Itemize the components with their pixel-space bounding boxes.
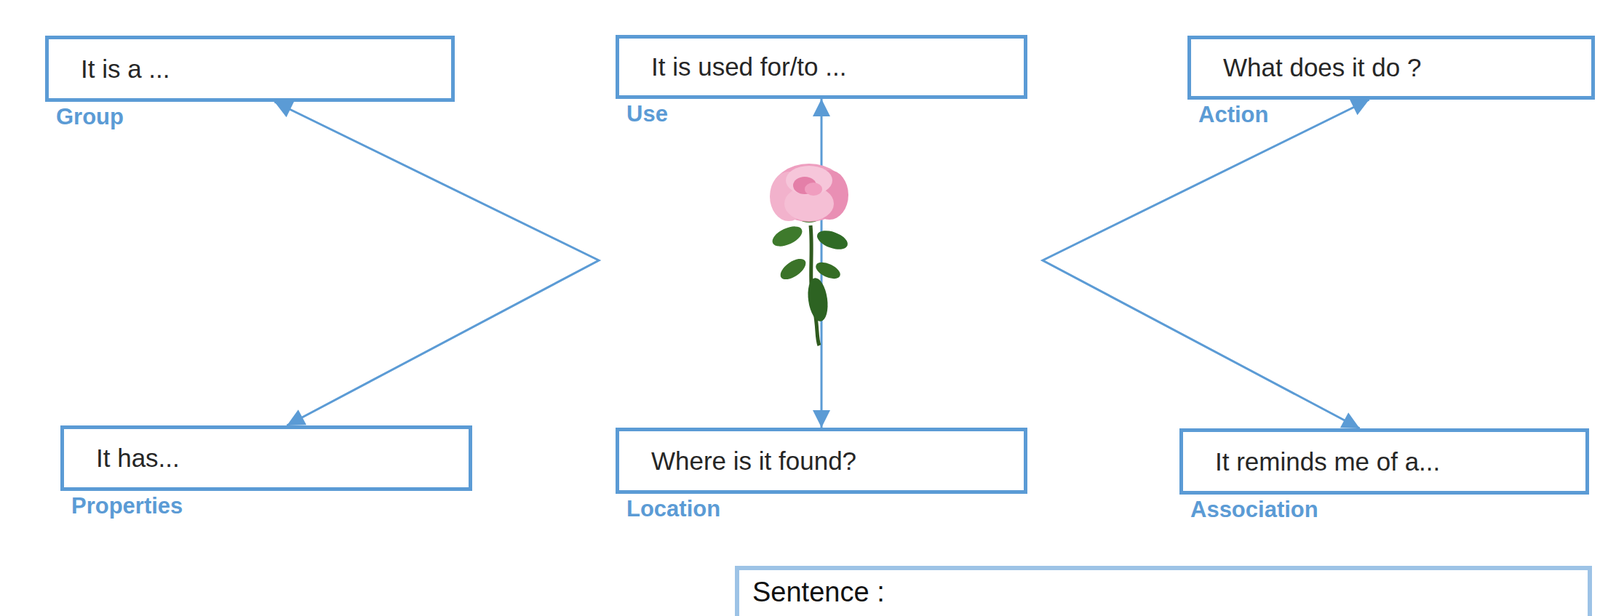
box-text: Sentence : (752, 576, 885, 610)
association-box: It reminds me of a...Association (1179, 428, 1590, 495)
rose-leaf (769, 222, 805, 252)
category-label: Use (626, 101, 668, 128)
box-text: It is used for/to ... (651, 51, 847, 83)
action-box: What does it do ?Action (1187, 35, 1595, 100)
box-text: It reminds me of a... (1215, 446, 1440, 478)
category-label: Location (626, 496, 721, 523)
box-text: It has... (96, 443, 180, 474)
rose-petal (785, 165, 833, 195)
category-label: Group (56, 104, 124, 131)
use-box: It is used for/to ...Use (615, 34, 1028, 99)
group-box: It is a ...Group (45, 35, 455, 102)
rose-leaf (814, 227, 851, 254)
rose-center (804, 182, 823, 196)
rose-leaf (813, 259, 843, 283)
connector (1042, 99, 1370, 429)
location-box: Where is it found?Location (615, 427, 1028, 495)
connector (274, 101, 599, 426)
rose-leaf (805, 276, 831, 323)
rose-figure (769, 163, 850, 346)
category-label: Association (1190, 496, 1319, 524)
category-label: Properties (71, 493, 183, 520)
box-text: What does it do ? (1223, 52, 1422, 83)
properties-box: It has...Properties (60, 425, 473, 492)
sentence-box: Sentence : (734, 566, 1592, 616)
box-text: It is a ... (80, 53, 171, 85)
box-text: Where is it found? (651, 446, 857, 477)
category-label: Action (1198, 101, 1269, 129)
rose-leaf (777, 254, 810, 284)
